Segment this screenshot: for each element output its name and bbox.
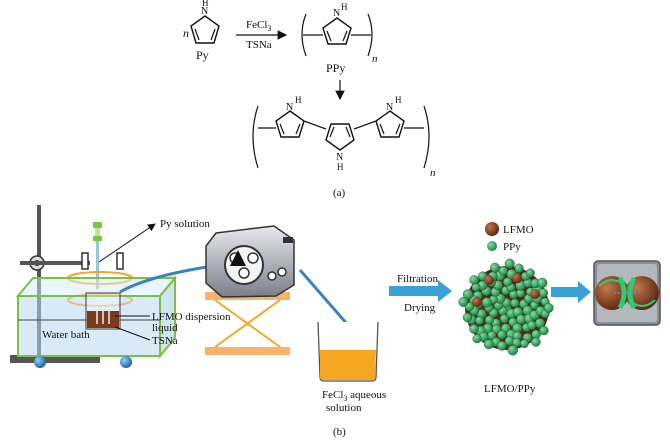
bracket-right: [367, 13, 373, 57]
svg-text:N: N: [386, 102, 393, 113]
funnel-stopper: [93, 222, 102, 228]
setup-diagram: Water bath Py solution LFMO dispersion l…: [10, 205, 661, 438]
ppy-sphere: [497, 340, 507, 351]
knob-left: [34, 356, 46, 368]
bracket-left: [301, 13, 307, 57]
atom-h: H: [202, 0, 209, 8]
subscript-n-1: n: [372, 53, 378, 65]
ppy-ring: [322, 17, 352, 45]
legend-ppy-label: PPy: [503, 241, 521, 253]
ppy-sphere: [469, 275, 479, 285]
lfmo-dispersion-label-2: liquid: [152, 322, 178, 334]
ppy-sphere: [537, 277, 548, 289]
svg-text:H: H: [395, 95, 402, 105]
product-label: PPy: [326, 61, 345, 75]
ppy-sphere: [510, 298, 520, 308]
ppy-sphere: [481, 297, 492, 308]
composite-cluster: [458, 258, 554, 356]
coefficient-n: n: [183, 26, 189, 40]
fecl3-label: FeCl3 aqueous: [322, 389, 386, 403]
py-solution-label: Py solution: [160, 218, 210, 230]
ppy-sphere: [497, 330, 507, 340]
filtration-arrow: [389, 280, 452, 302]
ppy-sphere: [543, 302, 554, 313]
subscript-n-2: n: [430, 167, 436, 179]
svg-text:H: H: [341, 2, 348, 12]
ppy-sphere: [469, 324, 479, 334]
legend-ppy-sphere: [487, 241, 497, 251]
ppy-sphere: [538, 288, 549, 298]
composite-label: LFMO/PPy: [484, 383, 536, 395]
lfmo-sphere: [530, 289, 540, 299]
lfmo-sphere: [484, 275, 494, 285]
tsna-label: TSNa: [152, 335, 178, 347]
fecl3-solution: [320, 350, 376, 380]
ppy-sphere: [514, 263, 524, 273]
ppy-sphere: [504, 258, 515, 269]
svg-text:N: N: [286, 102, 293, 113]
legend-lfmo-label: LFMO: [503, 224, 534, 236]
reaction-scheme: n N H Py FeCl3 TSNa N H n PPy N H: [183, 0, 436, 199]
ppy-sphere: [462, 289, 474, 300]
process-arrow: [551, 281, 591, 303]
ppy-sphere: [499, 314, 509, 324]
stand-base: [10, 355, 100, 363]
funnel-clamp-right: [116, 252, 124, 270]
ppy-sphere: [472, 334, 482, 344]
reactant-label: Py: [196, 48, 209, 62]
ppy-sphere: [475, 316, 484, 325]
filtration-label: Filtration: [397, 273, 438, 285]
water-bath-label: Water bath: [42, 329, 90, 341]
bracket-left-2: [252, 105, 259, 169]
clamp-arm: [20, 261, 90, 265]
ppy-sphere: [534, 318, 545, 329]
ppy-sphere: [490, 262, 500, 273]
reagent-fecl3: FeCl3: [246, 19, 271, 33]
reagent-tsna: TSNa: [246, 39, 272, 51]
ppy-sphere: [525, 268, 535, 278]
svg-text:N: N: [333, 8, 340, 19]
ppy-sphere: [503, 277, 513, 287]
ppy-sphere: [520, 339, 529, 348]
knob-right: [120, 356, 132, 368]
lfmo-sphere: [472, 297, 482, 307]
ppy-sphere: [539, 325, 549, 336]
svg-text:H: H: [295, 95, 302, 105]
pyrrole-ring: [190, 15, 220, 44]
ppy-sphere: [484, 315, 495, 325]
svg-text:N: N: [336, 152, 343, 163]
ppy-sphere: [462, 312, 473, 323]
panel-label-a: (a): [333, 187, 346, 199]
panel-label-b: (b): [333, 426, 346, 438]
lfmo-sphere: [512, 273, 522, 283]
svg-text:H: H: [337, 162, 344, 172]
pump-stand-bottom: [205, 347, 290, 355]
ppy-sphere: [458, 296, 469, 307]
lfmo-dispersion-label: LFMO dispersion: [152, 311, 231, 323]
legend-lfmo-sphere: [485, 222, 499, 236]
atom-n: N: [201, 6, 208, 17]
funnel-stem: [96, 241, 99, 289]
ppy-sphere: [507, 345, 518, 356]
bracket-right-2: [423, 105, 430, 169]
ppy-sphere: [498, 266, 508, 276]
ppy-sphere: [527, 320, 537, 330]
ppy-sphere: [483, 339, 494, 350]
fecl3-label-2: solution: [326, 402, 362, 414]
funnel-clamp-left: [81, 252, 89, 270]
drying-label: Drying: [404, 302, 436, 314]
ppy-sphere: [531, 337, 541, 347]
